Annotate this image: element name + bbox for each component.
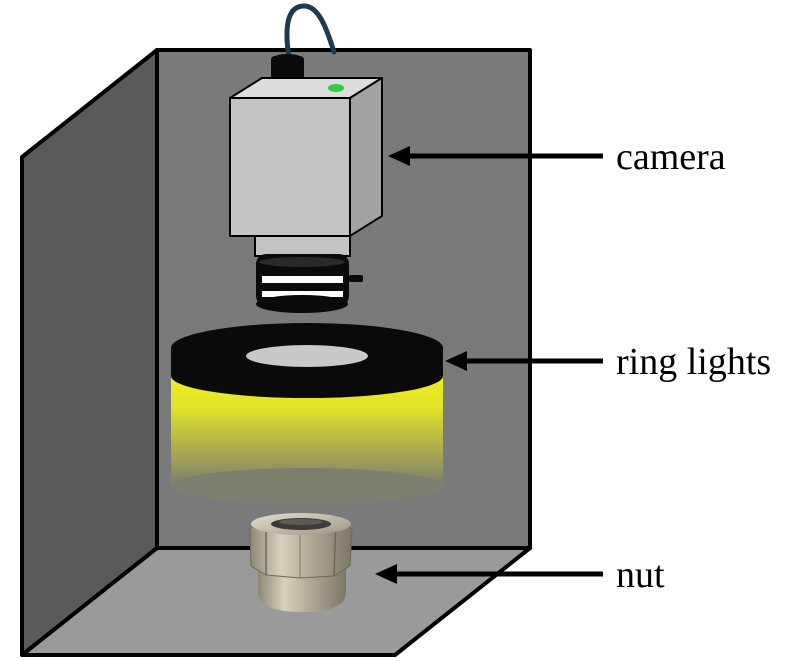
nut [249, 513, 353, 612]
camera-connector-cap [273, 54, 302, 62]
ring-light-aperture [246, 345, 368, 367]
nut-arrowhead-icon [375, 564, 397, 584]
nut-label: nut [616, 554, 665, 596]
camera-body-side [349, 77, 383, 237]
callout-camera: camera [388, 136, 726, 178]
camera-lens [254, 235, 363, 313]
camera [229, 3, 383, 313]
callout-ring-lights: ring lights [445, 341, 771, 383]
camera-body-front [229, 97, 351, 237]
ring-lights-arrowhead-icon [445, 351, 467, 371]
ring-lights [171, 323, 443, 504]
camera-arrowhead-icon [388, 146, 410, 166]
callout-nut: nut [375, 554, 665, 596]
status-led-icon [328, 84, 344, 92]
ring-light-glow-bottom [171, 468, 443, 504]
ring-lights-label: ring lights [616, 341, 771, 383]
camera-label: camera [616, 136, 726, 178]
camera-cable [284, 3, 337, 61]
